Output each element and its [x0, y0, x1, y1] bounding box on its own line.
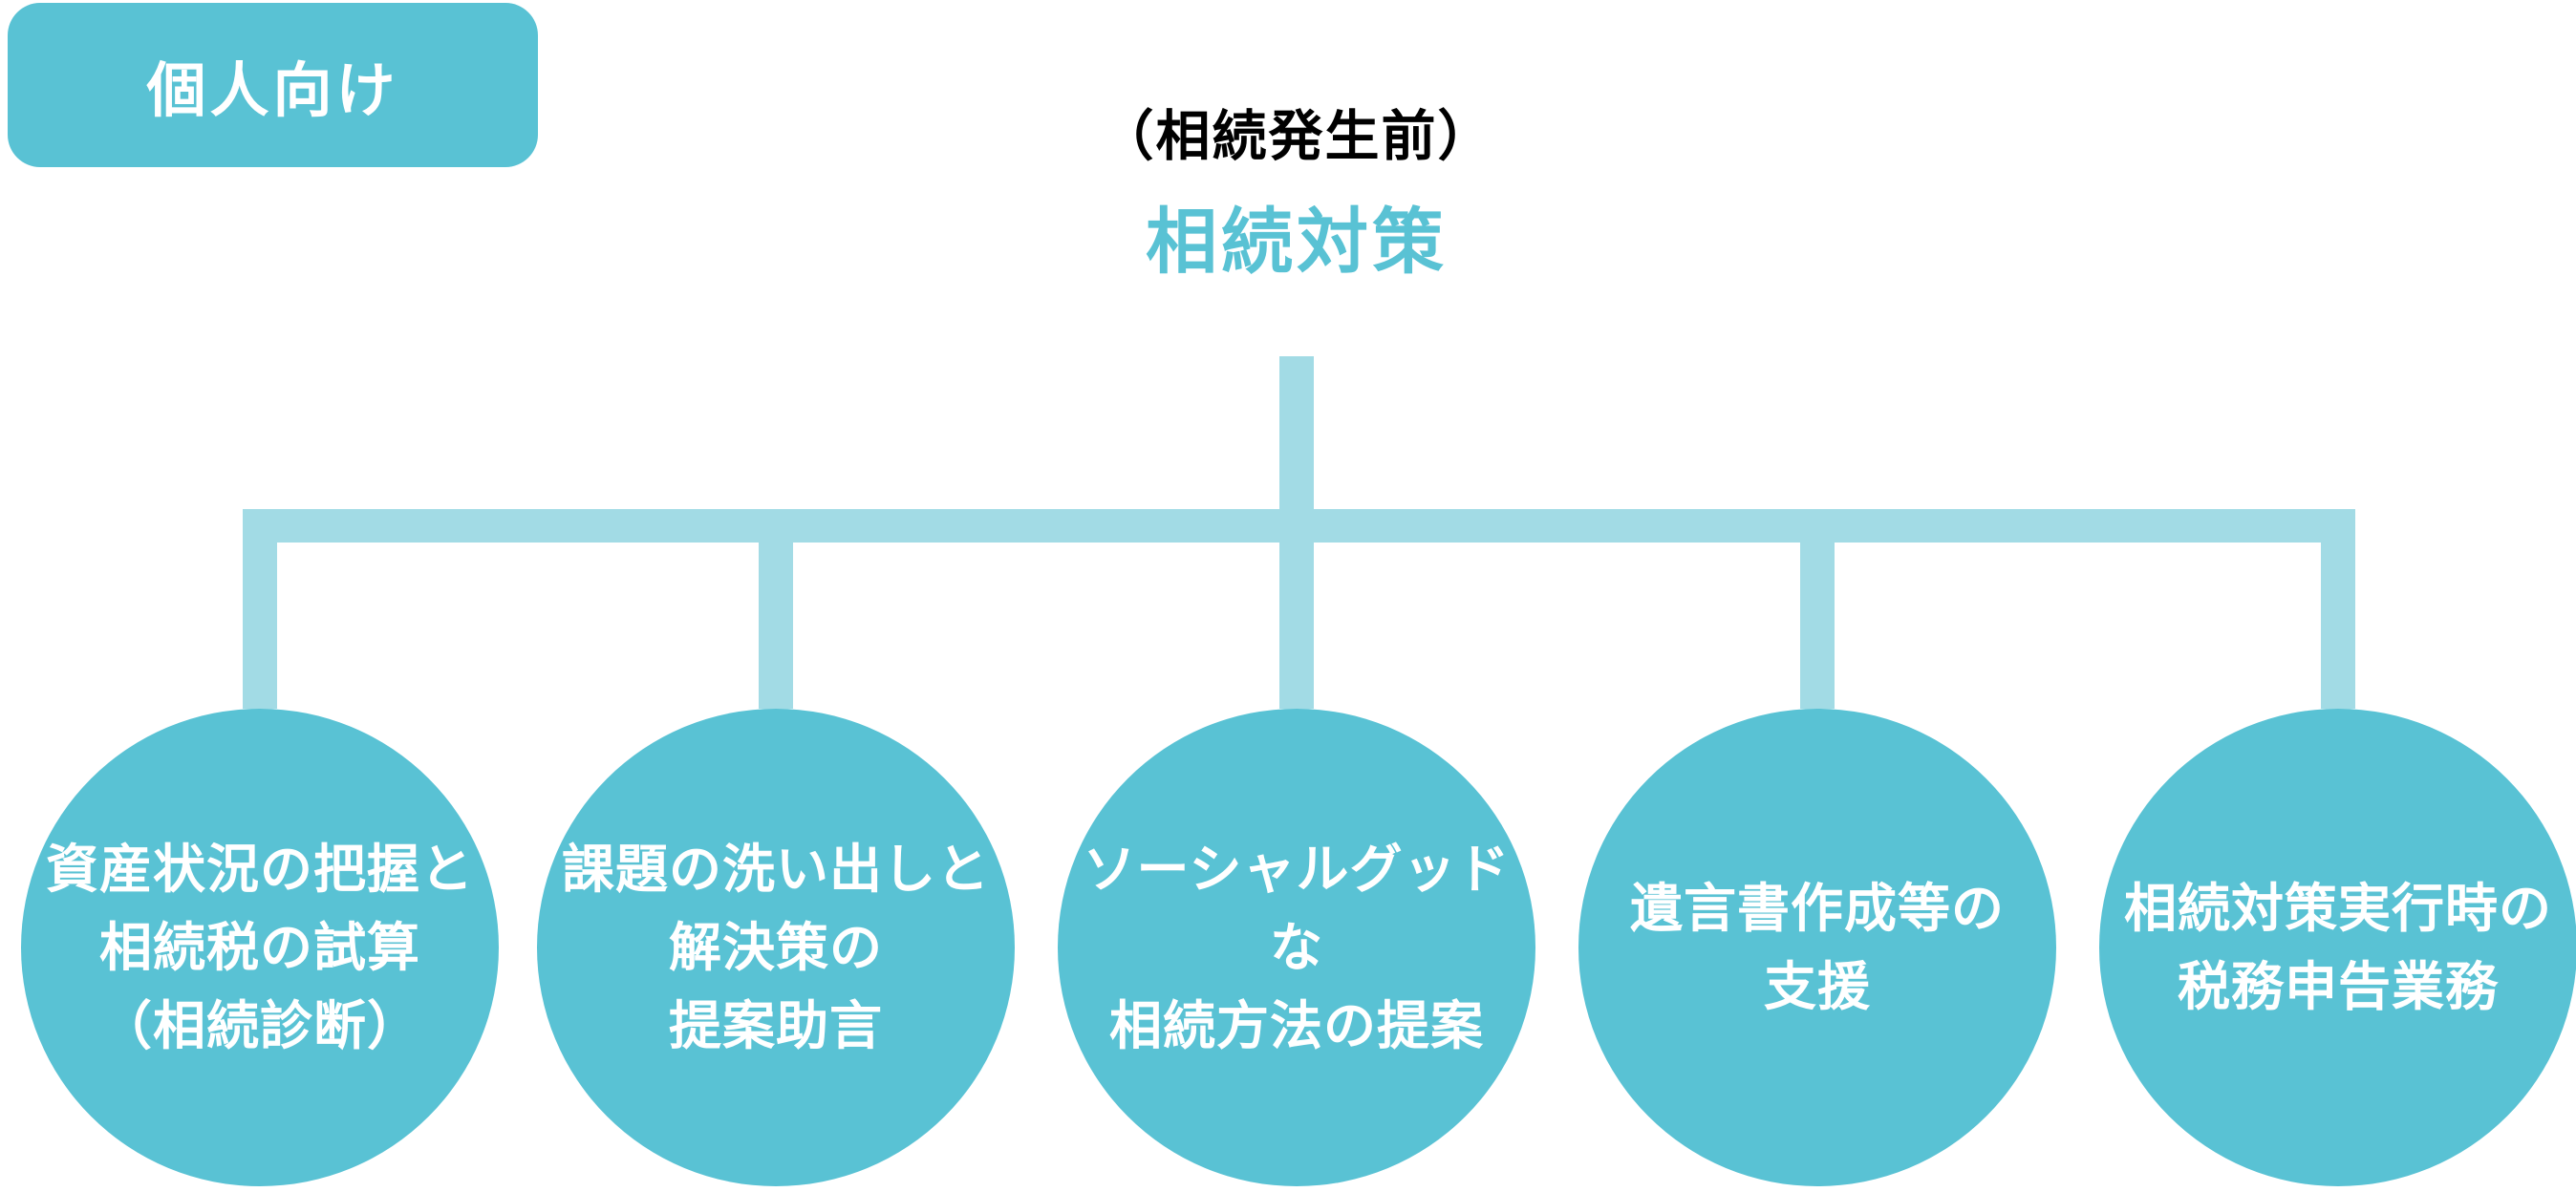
- service-node-issue-identification: 課題の洗い出しと 解決策の 提案助言: [537, 709, 1015, 1186]
- service-node-will-support: 遺言書作成等の 支援: [1578, 709, 2056, 1186]
- service-node-label: 相続対策実行時の 税務申告業務: [2123, 878, 2552, 1017]
- audience-badge-label: 個人向け: [146, 55, 399, 125]
- connector-drop-5: [2321, 509, 2355, 709]
- connector-drop-1: [243, 509, 277, 709]
- service-node-tax-filing: 相続対策実行時の 税務申告業務: [2099, 709, 2576, 1186]
- connector-drop-2: [759, 509, 793, 709]
- service-node-social-good-proposal: ソーシャルグッドな 相続方法の提案: [1058, 709, 1535, 1186]
- heading-subtitle: （相続発生前）: [1099, 105, 1494, 168]
- heading-title: 相続対策: [1145, 200, 1448, 284]
- connector-horizontal-bar: [243, 509, 2355, 543]
- service-node-asset-assessment: 資産状況の把握と 相続税の試算 （相続診断）: [21, 709, 499, 1186]
- service-node-label: 課題の洗い出しと 解決策の 提案助言: [561, 839, 990, 1056]
- connector-drop-4: [1800, 509, 1835, 709]
- service-node-label: 資産状況の把握と 相続税の試算 （相続診断）: [45, 839, 474, 1056]
- service-node-label: ソーシャルグッドな 相続方法の提案: [1083, 839, 1511, 1056]
- service-node-label: 遺言書作成等の 支援: [1629, 878, 2005, 1017]
- audience-badge: 個人向け: [8, 3, 538, 167]
